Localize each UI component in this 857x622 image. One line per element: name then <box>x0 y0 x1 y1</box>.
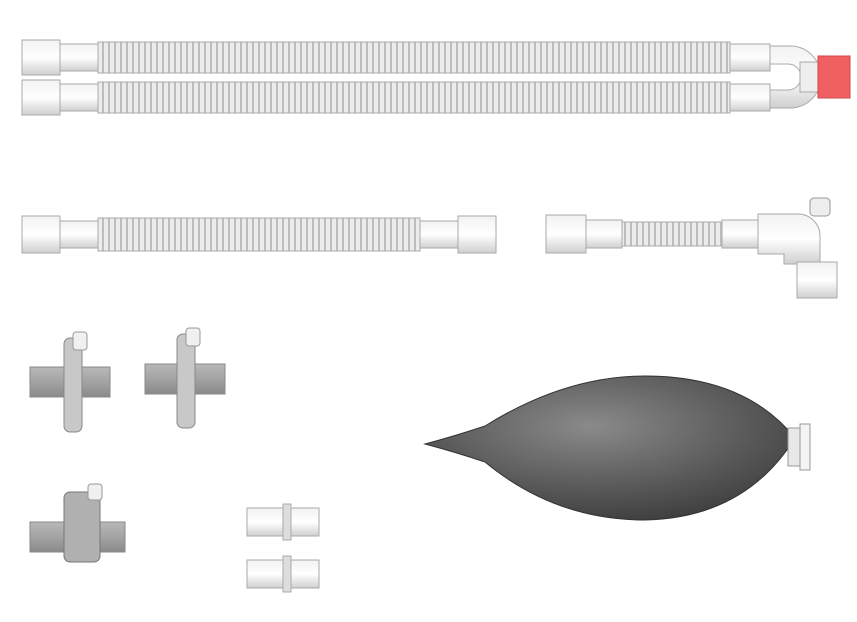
straight-connector-1 <box>246 503 320 541</box>
lower-limb <box>21 79 771 116</box>
elbow-connector <box>757 213 821 265</box>
dual-limb-breathing-circuit <box>21 39 851 116</box>
single-corrugated-hose <box>21 215 497 254</box>
filter-2 <box>144 327 226 429</box>
reservoir-bag <box>423 375 811 521</box>
short-hose-with-elbow-connector <box>545 197 838 299</box>
red-cap <box>817 55 851 99</box>
bag-neck-rim <box>799 423 811 471</box>
sampling-port-cap <box>809 197 831 217</box>
straight-connector-2 <box>246 555 320 593</box>
filter-3 <box>29 483 126 563</box>
bag-neck <box>787 427 801 467</box>
elbow-port-cuff <box>796 261 838 299</box>
y-piece-port <box>799 61 819 93</box>
upper-limb <box>21 39 771 76</box>
filter-1 <box>29 331 111 433</box>
